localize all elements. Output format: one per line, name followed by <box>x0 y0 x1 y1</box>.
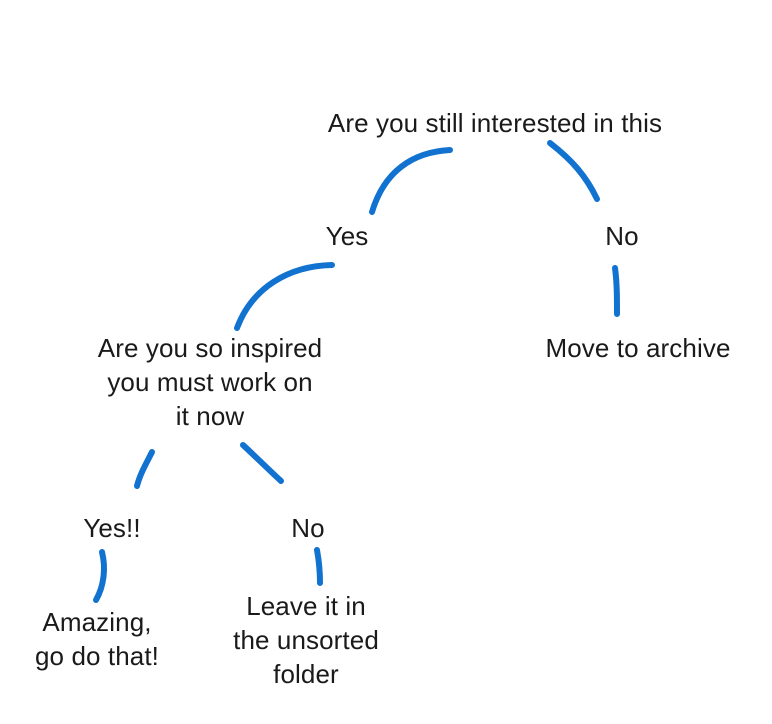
node-are-you-inspired: Are you so inspired you must work on it … <box>97 333 323 431</box>
edge-yes-to-inspired <box>234 262 335 331</box>
edge-no-to-archive <box>612 265 620 317</box>
edge-inspired-to-no <box>240 442 284 484</box>
node-no-level1: No <box>605 221 639 251</box>
node-leave-in-unsorted-folder: Leave it in the unsorted folder <box>233 591 379 689</box>
node-yes-level3: Yes!! <box>83 513 141 543</box>
edge-root-to-yes <box>369 147 453 215</box>
node-move-to-archive: Move to archive <box>545 333 731 363</box>
node-amazing-go-do-that: Amazing, go do that! <box>35 607 159 671</box>
edge-inspired-to-yes <box>134 449 155 489</box>
node-root: Are you still interested in this <box>327 108 663 138</box>
node-no-level3: No <box>291 513 325 543</box>
edge-no-to-leave <box>314 547 323 586</box>
node-yes-level1: Yes <box>325 221 369 251</box>
edge-yes-to-amazing <box>93 549 107 603</box>
edge-root-to-no <box>547 140 600 202</box>
